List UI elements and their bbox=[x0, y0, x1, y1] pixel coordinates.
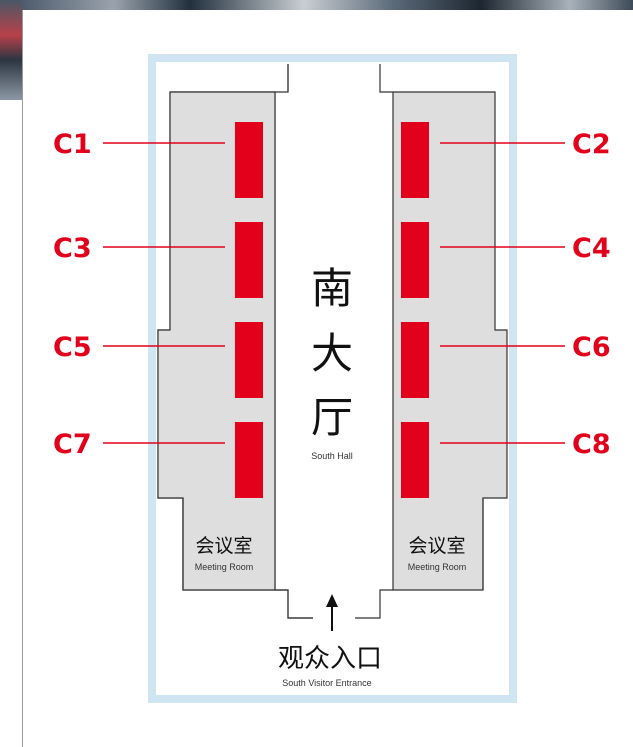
booth-label-c3: C3 bbox=[53, 233, 92, 264]
entrance-arrow-icon bbox=[326, 594, 338, 631]
booth-leader-lines bbox=[103, 142, 565, 444]
booth-label-c2: C2 bbox=[572, 129, 611, 160]
booth-c8 bbox=[401, 422, 429, 498]
entrance-name-en: South Visitor Entrance bbox=[282, 678, 371, 688]
background-photo-strip bbox=[0, 0, 633, 10]
booth-c1 bbox=[235, 122, 263, 198]
booth-label-c7: C7 bbox=[53, 429, 92, 460]
meeting-room-left-cn: 会议室 bbox=[195, 535, 252, 557]
booth-c6 bbox=[401, 322, 429, 398]
entrance-name-cn: 观众入口 bbox=[278, 644, 382, 674]
meeting-room-right-cn: 会议室 bbox=[408, 535, 465, 557]
hall-name-en: South Hall bbox=[311, 451, 353, 461]
booth-c4 bbox=[401, 222, 429, 298]
booth-label-c4: C4 bbox=[572, 233, 611, 264]
booth-label-c6: C6 bbox=[572, 332, 611, 363]
booth-c3 bbox=[235, 222, 263, 298]
booth-c5 bbox=[235, 322, 263, 398]
meeting-room-left-en: Meeting Room bbox=[195, 562, 254, 572]
booth-c7 bbox=[235, 422, 263, 498]
booth-label-c1: C1 bbox=[53, 129, 92, 160]
booth-c2 bbox=[401, 122, 429, 198]
hall-name-cn-3: 厅 bbox=[311, 393, 353, 442]
background-photo-edge bbox=[0, 0, 22, 100]
hall-name-cn-1: 南 bbox=[311, 264, 353, 313]
booth-label-c8: C8 bbox=[572, 429, 611, 460]
booth-label-c5: C5 bbox=[53, 332, 92, 363]
hall-name-cn-2: 大 bbox=[311, 329, 353, 378]
meeting-room-right-en: Meeting Room bbox=[408, 562, 467, 572]
